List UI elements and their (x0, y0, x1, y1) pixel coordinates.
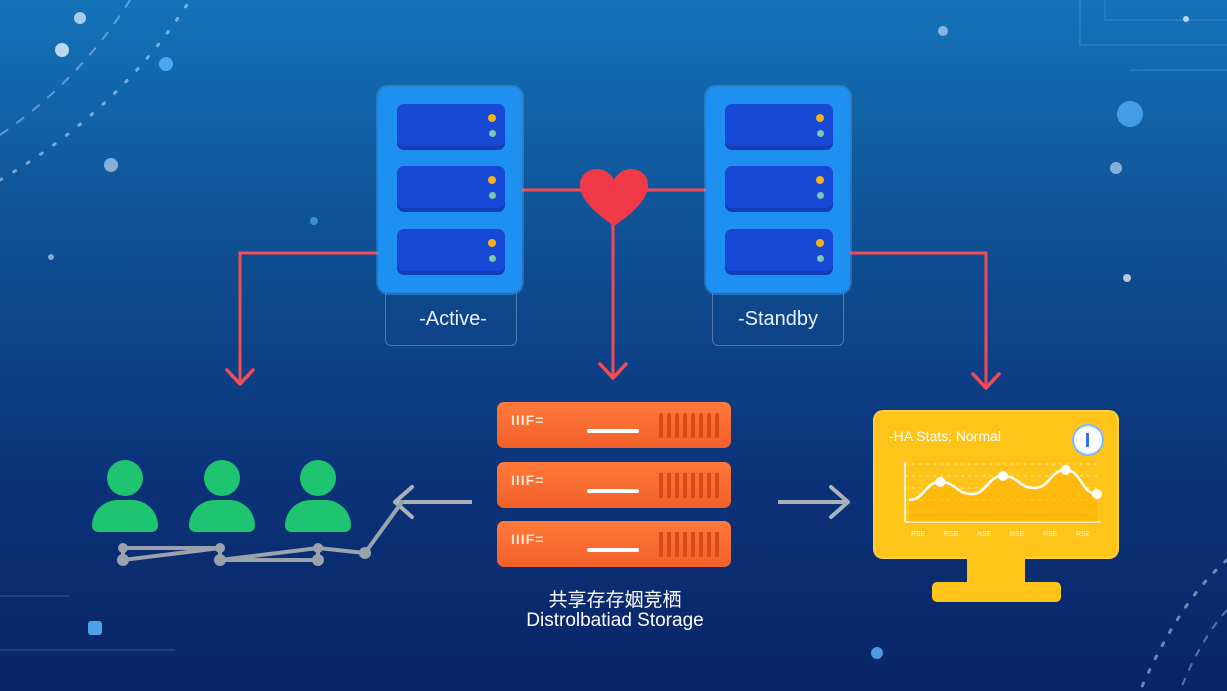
heart-icon (580, 169, 648, 226)
storage-unit-vents (659, 473, 719, 498)
chart-point (935, 477, 946, 487)
server-unit (725, 166, 833, 212)
status-led (488, 176, 496, 184)
server-unit (397, 104, 505, 150)
arrow-down-icon (225, 368, 255, 386)
arrow-down-icon (598, 362, 628, 380)
standby-label: -Standby (737, 308, 819, 330)
info-icon (1074, 426, 1102, 454)
status-led (816, 114, 824, 122)
standby-label-frame (712, 293, 844, 346)
status-led (489, 192, 496, 199)
user-links (121, 500, 404, 562)
status-led (817, 130, 824, 137)
storage-unit-bar (587, 489, 639, 493)
storage-caption-zh: 共享存存姻竞栖 (548, 590, 682, 611)
chart-tick-label: RSE (1043, 531, 1058, 538)
storage-unit-label: IIIF= (511, 531, 545, 547)
user-icon (189, 460, 255, 536)
storage-unit-vents (659, 413, 719, 438)
monitor-base (932, 582, 1061, 602)
active-to-users-connector (238, 251, 378, 382)
active-server (378, 87, 522, 293)
arrow-right-icon (829, 485, 850, 519)
chart-point (998, 471, 1008, 481)
status-led (817, 255, 824, 262)
standby-server (706, 87, 850, 293)
storage-unit: IIIF= (497, 521, 731, 567)
status-led (489, 255, 496, 262)
standby-to-monitor-connector (850, 251, 988, 386)
status-led (816, 239, 824, 247)
server-unit (397, 229, 505, 275)
chart-point (1092, 489, 1102, 499)
user-link-nodes (117, 543, 371, 566)
storage-unit: IIIF= (497, 402, 731, 448)
storage-unit-vents (659, 532, 719, 557)
storage-unit-bar (587, 429, 639, 433)
status-led (817, 192, 824, 199)
chart-tick-label: RSE (1076, 531, 1091, 538)
storage-unit-label: IIIF= (511, 412, 545, 428)
arrow-left-icon (393, 485, 414, 519)
status-chart: RSE RSE RSE RSE RSE RSE (904, 462, 1102, 538)
arrow-down-icon (971, 372, 1001, 390)
server-unit (725, 104, 833, 150)
server-unit (725, 229, 833, 275)
storage-unit-bar (587, 548, 639, 552)
storage-unit-label: IIIF= (511, 472, 545, 488)
active-label-frame (385, 293, 517, 346)
chart-tick-label: RSE (1010, 531, 1025, 538)
server-unit (397, 166, 505, 212)
storage-unit: IIIF= (497, 462, 731, 508)
monitor-stand (967, 557, 1025, 582)
chart-area (909, 470, 1097, 522)
status-led (816, 176, 824, 184)
monitoring-screen: -HA Stats: Normal RSE RSE RSE RSE RSE RSE (875, 412, 1117, 557)
monitor-title: -HA Stats: Normal (889, 428, 1002, 444)
status-led (488, 114, 496, 122)
user-icon (285, 460, 351, 536)
status-led (488, 239, 496, 247)
chart-tick-label: RSE (911, 531, 926, 538)
chart-point (1060, 465, 1071, 475)
active-label: -Active- (419, 308, 487, 330)
chart-tick-label: RSE (977, 531, 992, 538)
user-icon (92, 460, 158, 536)
storage-caption-en: Distrolbatiad Storage (526, 610, 704, 631)
chart-tick-label: RSE (944, 531, 959, 538)
status-led (489, 130, 496, 137)
